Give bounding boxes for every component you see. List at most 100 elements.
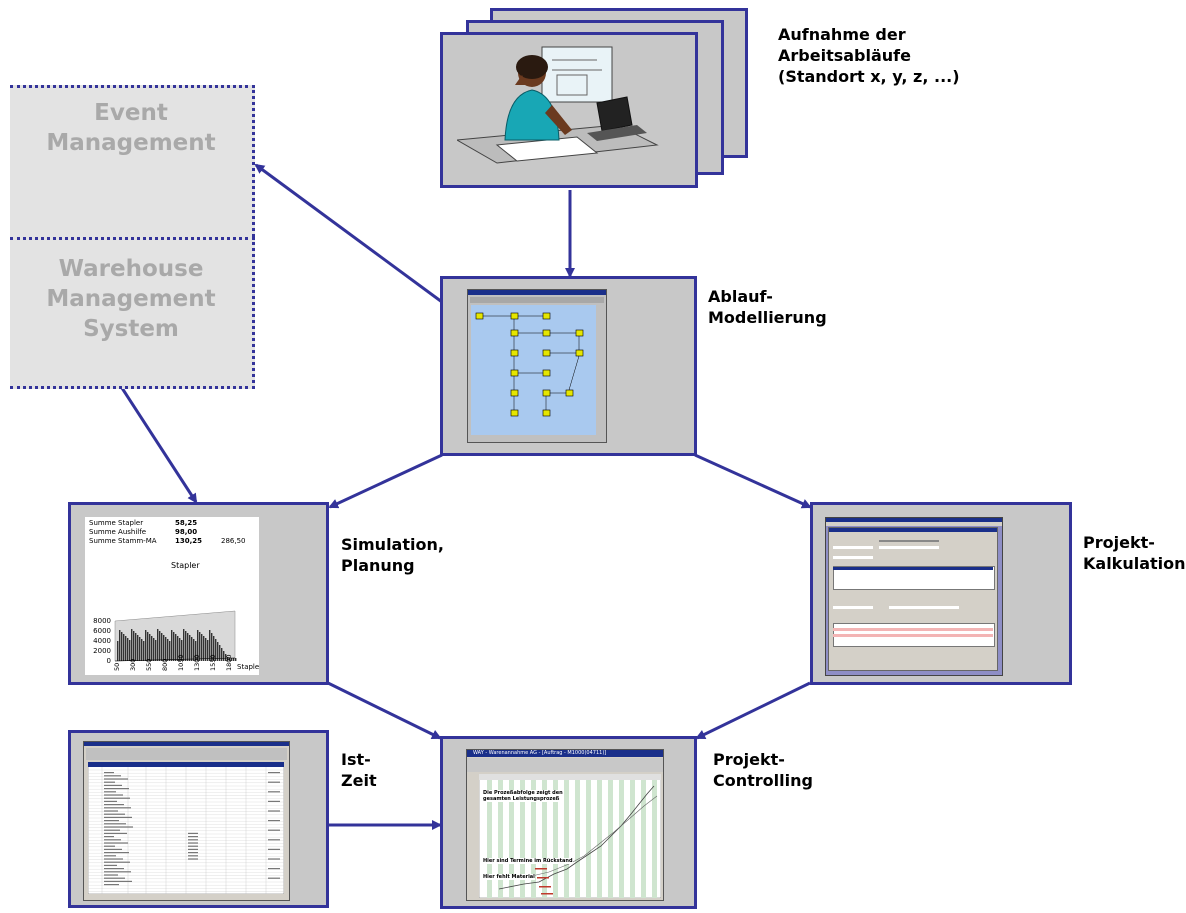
- simulation-bar: [161, 633, 163, 661]
- simulation-bar: [175, 634, 177, 661]
- simulation-bar: [137, 635, 139, 661]
- istzeit-label: Ist- Zeit: [341, 750, 377, 790]
- simulation-bar: [165, 637, 167, 661]
- arrow-ablauf-to-simulation: [328, 453, 443, 509]
- simulation-summary-label: Summe Stamm-MA: [89, 537, 157, 545]
- kalkulation-screenshot: [825, 517, 1003, 676]
- simulation-chart-title: Stapler: [171, 561, 200, 570]
- simulation-bar: [151, 636, 153, 661]
- simulation-bar: [131, 629, 133, 661]
- warehouse-management-label: Warehouse Management System: [46, 256, 216, 342]
- kalkulation-label: Projekt- Kalkulation: [1083, 533, 1186, 573]
- simulation-x-tick: 1550: [209, 654, 217, 671]
- simulation-x-tick: 50: [113, 663, 121, 671]
- simulation-summary-value: 130,25: [175, 537, 203, 545]
- simulation-bar: [187, 633, 189, 661]
- simulation-bar: [199, 632, 201, 661]
- arrow-warehouse-to-simulation: [120, 387, 198, 504]
- simulation-bar: [211, 633, 213, 661]
- simulation-bar: [119, 630, 121, 661]
- simulation-bar: [185, 631, 187, 661]
- simulation-bar: [197, 630, 199, 661]
- simulation-bar: [227, 657, 229, 661]
- simulation-bar: [149, 634, 151, 661]
- simulation-bar: [223, 651, 225, 661]
- simulation-bar: [121, 632, 123, 661]
- controlling-note-2: Hier sind Termine im Rückstand: [483, 858, 573, 864]
- controlling-label: Projekt- Controlling: [713, 750, 813, 790]
- simulation-bar: [159, 631, 161, 661]
- simulation-y-tick: 2000: [93, 647, 111, 655]
- simulation-bar: [147, 632, 149, 661]
- simulation-bar: [217, 642, 219, 661]
- simulation-summary-value: 98,00: [175, 528, 198, 536]
- simulation-bar: [219, 645, 221, 661]
- simulation-bar: [139, 637, 141, 661]
- simulation-summary-row: Summe Aushilfe 98,00: [89, 528, 254, 537]
- simulation-bar: [171, 630, 173, 661]
- simulation-y-tick: 8000: [93, 617, 111, 625]
- simulation-y-tick: 6000: [93, 627, 111, 635]
- simulation-bar: [177, 636, 179, 661]
- simulation-bar: [133, 631, 135, 661]
- simulation-bar: [155, 640, 157, 661]
- simulation-bar: [207, 640, 209, 661]
- simulation-bar: [117, 641, 119, 661]
- simulation-bar: [125, 636, 127, 661]
- simulation-summary-label: Summe Aushilfe: [89, 528, 147, 536]
- event-management-box: Event Management: [10, 85, 255, 237]
- simulation-bar: [209, 630, 211, 661]
- arrow-ablauf-to-event: [254, 163, 443, 304]
- person-working-illustration: [457, 46, 659, 164]
- simulation-summary-total: 286,50: [221, 537, 246, 545]
- simulation-bar: [163, 635, 165, 661]
- simulation-bar: [127, 638, 129, 661]
- simulation-bar: [225, 654, 227, 661]
- simulation-summary-label: Summe Stapler: [89, 519, 144, 527]
- controlling-box: WAY - Warenannahme AG - [Auftrag - M1000…: [440, 736, 697, 909]
- event-management-label: Event Management: [46, 100, 216, 156]
- simulation-summary-value: 58,25: [175, 519, 198, 527]
- simulation-summary-row: Summe Stapler 58,25: [89, 519, 254, 528]
- simulation-bar: [231, 658, 233, 661]
- simulation-bar: [213, 636, 215, 661]
- simulation-bar: [167, 639, 169, 661]
- controlling-window-title: WAY - Warenannahme AG - [Auftrag - M1000…: [467, 750, 663, 757]
- simulation-x-axis-label: Stapler: [237, 663, 259, 671]
- simulation-bar: [191, 637, 193, 661]
- simulation-bar: [145, 630, 147, 661]
- simulation-bar: [201, 634, 203, 661]
- simulation-x-tick: 1300: [193, 654, 201, 671]
- simulation-bar: [203, 636, 205, 661]
- simulation-bar: [179, 638, 181, 661]
- simulation-bar: [143, 641, 145, 661]
- istzeit-box: [68, 730, 329, 908]
- simulation-label: Simulation, Planung: [341, 535, 444, 575]
- simulation-bar: [189, 635, 191, 661]
- simulation-y-tick: 0: [107, 657, 111, 665]
- controlling-note-3: Hier fehlt Material: [483, 874, 535, 880]
- ablauf-label: Ablauf- Modellierung: [708, 287, 827, 327]
- simulation-y-tick: 4000: [93, 637, 111, 645]
- simulation-bar: [195, 641, 197, 661]
- simulation-bar: [183, 629, 185, 661]
- simulation-bar: [215, 639, 217, 661]
- simulation-bar: [229, 658, 231, 661]
- istzeit-spreadsheet-screenshot: [83, 741, 290, 901]
- simulation-summary-row: Summe Stamm-MA 130,25 286,50: [89, 537, 254, 546]
- simulation-bar: [157, 629, 159, 661]
- kalkulation-box: [810, 502, 1072, 685]
- simulation-x-tick: 1800: [225, 654, 233, 671]
- simulation-bar: [135, 633, 137, 661]
- aufnahme-label: Aufnahme der Arbeitsabläufe (Standort x,…: [778, 25, 960, 86]
- aufnahme-box: [440, 32, 698, 188]
- simulation-bar: [221, 648, 223, 661]
- simulation-x-tick: 550: [145, 659, 153, 671]
- ablauf-box: [440, 276, 697, 456]
- simulation-bar: [233, 658, 235, 661]
- simulation-x-tick: 800: [161, 659, 169, 671]
